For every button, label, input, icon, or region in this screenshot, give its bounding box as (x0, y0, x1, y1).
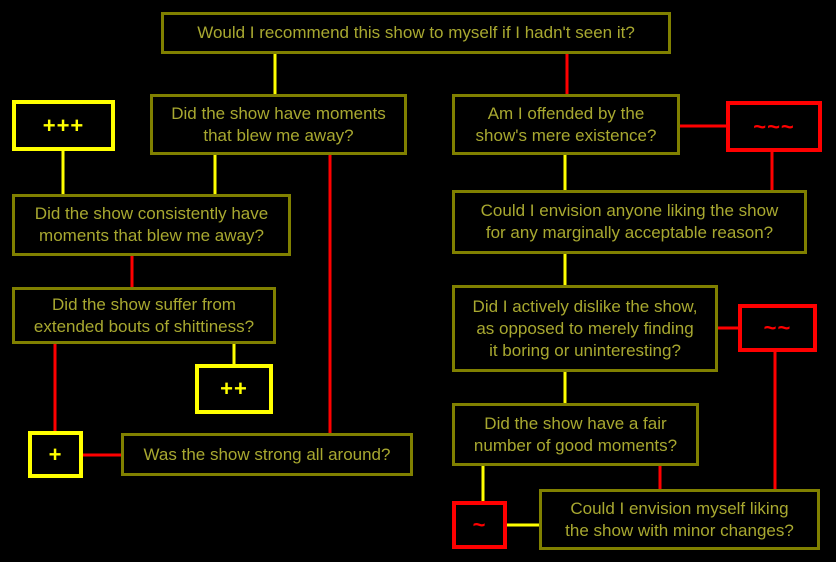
question-blew-away: Did the show have moments that blew me a… (150, 94, 407, 155)
rating-tilde3: ~~~ (726, 101, 822, 152)
question-dislike: Did I actively dislike the show, as oppo… (452, 285, 718, 372)
question-minor-changes: Could I envision myself liking the show … (539, 489, 820, 550)
question-strong: Was the show strong all around? (121, 433, 413, 476)
rating-tilde1: ~ (452, 501, 507, 549)
rating-plus1: + (28, 431, 83, 478)
question-shittiness: Did the show suffer from extended bouts … (12, 287, 276, 344)
rating-tilde2: ~~ (738, 304, 817, 352)
question-envision-anyone: Could I envision anyone liking the show … (452, 190, 807, 254)
question-offended: Am I offended by the show's mere existen… (452, 94, 680, 155)
rating-plus2: ++ (195, 364, 273, 414)
question-fair-number: Did the show have a fair number of good … (452, 403, 699, 466)
rating-plus3: +++ (12, 100, 115, 151)
question-consistently: Did the show consistently have moments t… (12, 194, 291, 256)
question-recommend: Would I recommend this show to myself if… (161, 12, 671, 54)
